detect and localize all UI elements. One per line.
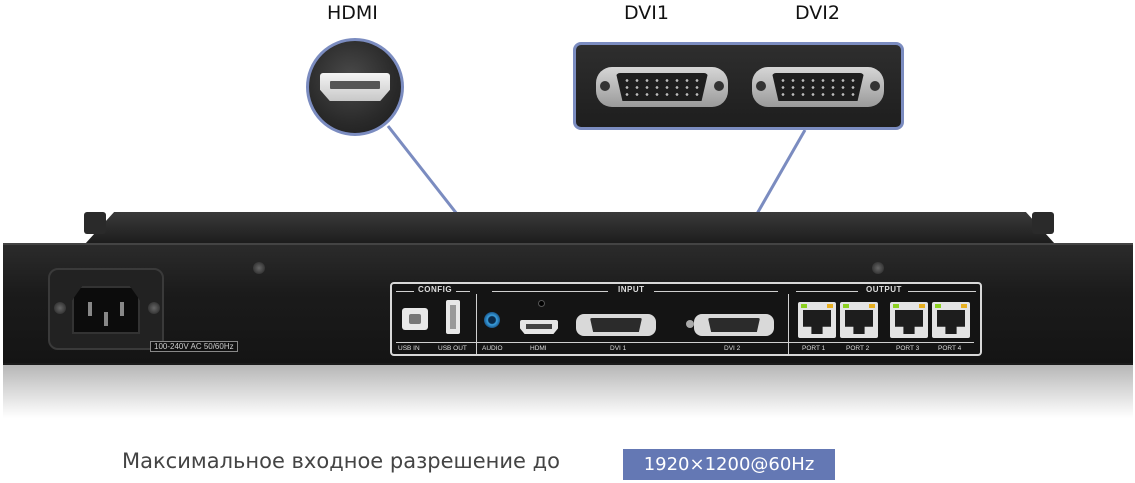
screw-icon [54, 302, 66, 314]
audio-label: AUDIO [482, 345, 503, 352]
output-port-1[interactable] [798, 302, 836, 338]
rack-ear-right [1032, 212, 1054, 234]
screw-icon [253, 262, 265, 274]
output-port-3[interactable] [890, 302, 928, 338]
screw-icon [148, 302, 160, 314]
dvi1-callout-title: DVI1 [624, 2, 669, 24]
config-section-label: CONFIG [418, 285, 453, 294]
indicator-dot [538, 300, 545, 307]
port3-label: PORT 3 [896, 345, 920, 352]
caption-text: Максимальное входное разрешение до [122, 449, 560, 473]
output-port-2[interactable] [840, 302, 878, 338]
output-section-label: OUTPUT [866, 285, 902, 294]
dvi2-connector-zoom [752, 67, 884, 107]
hdmi-callout-title: HDMI [327, 2, 378, 24]
usb-out-port[interactable] [446, 300, 460, 334]
screw-icon [872, 262, 884, 274]
port4-label: PORT 4 [938, 345, 962, 352]
hdmi-zoom-circle [306, 38, 404, 136]
output-port-4[interactable] [932, 302, 970, 338]
dvi-zoom-panel [573, 42, 904, 130]
dvi1-port[interactable] [576, 314, 656, 336]
power-socket[interactable] [72, 286, 140, 334]
power-rating-label: 100-240V AC 50/60Hz [150, 341, 238, 352]
dvi2-port[interactable] [694, 314, 774, 336]
dvi2-label: DVI 2 [724, 345, 741, 352]
hdmi-label: HDMI [530, 345, 547, 352]
screw-icon [686, 320, 694, 328]
dvi1-label: DVI 1 [610, 345, 627, 352]
hdmi-port[interactable] [520, 320, 558, 334]
device-top-cover [85, 212, 1055, 244]
port-panel: CONFIG INPUT OUTPUT USB IN USB OUT AUDIO… [390, 282, 982, 356]
port1-label: PORT 1 [802, 345, 826, 352]
usb-in-label: USB IN [398, 345, 420, 352]
port2-label: PORT 2 [846, 345, 870, 352]
resolution-badge: 1920×1200@60Hz [623, 449, 835, 480]
usb-out-label: USB OUT [438, 345, 467, 352]
device-reflection [3, 363, 1133, 418]
hdmi-connector-zoom [320, 73, 390, 101]
dvi2-callout-title: DVI2 [795, 2, 840, 24]
usb-in-port[interactable] [402, 308, 428, 330]
audio-port[interactable] [484, 312, 500, 328]
dvi1-connector-zoom [596, 67, 728, 107]
input-section-label: INPUT [618, 285, 645, 294]
rack-ear-left [84, 212, 106, 234]
